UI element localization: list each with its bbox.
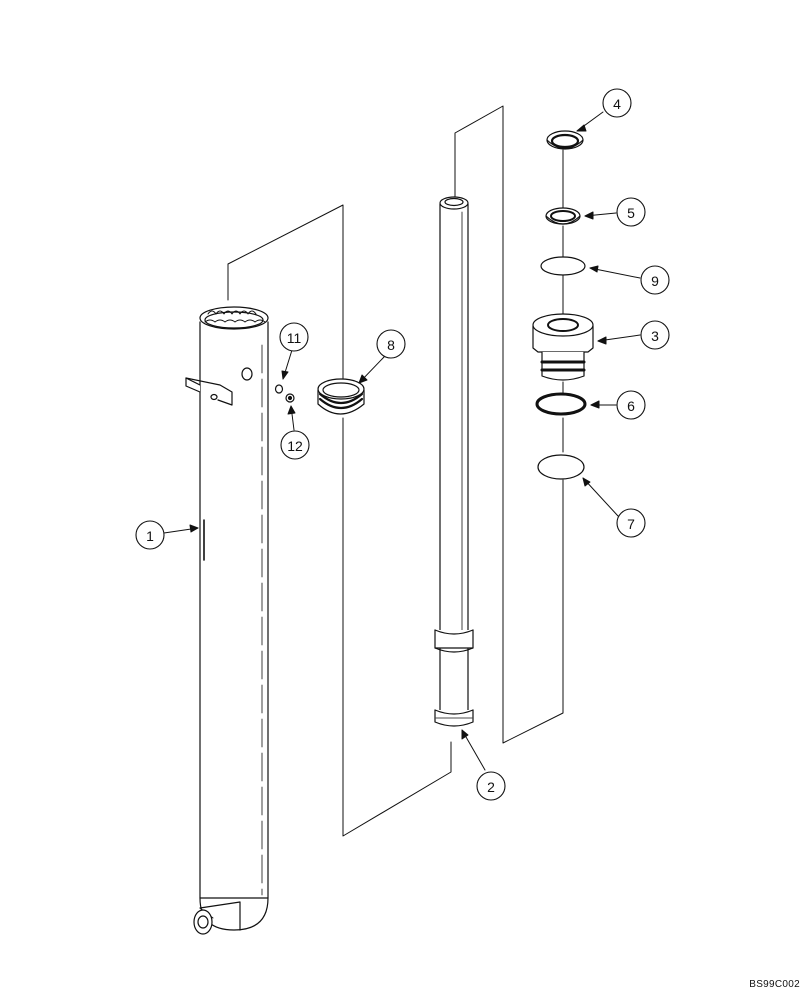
callout-12: 12 bbox=[287, 438, 303, 454]
assembly-guide-lines bbox=[227, 105, 564, 837]
o-ring-7 bbox=[537, 454, 585, 480]
callout-11: 11 bbox=[287, 330, 302, 346]
callout-9: 9 bbox=[651, 273, 659, 289]
callout-6: 6 bbox=[627, 398, 635, 414]
callout-8: 8 bbox=[387, 337, 395, 353]
reference-code: BS99C002 bbox=[749, 979, 800, 990]
callout-circles bbox=[135, 88, 670, 801]
callout-5: 5 bbox=[627, 205, 635, 221]
callout-1: 1 bbox=[146, 528, 154, 544]
callout-3: 3 bbox=[651, 328, 659, 344]
barrel-tube bbox=[185, 306, 295, 935]
callout-2: 2 bbox=[487, 779, 495, 795]
leader-lines bbox=[163, 111, 641, 771]
wiper-seal bbox=[546, 130, 584, 150]
gland bbox=[532, 313, 594, 381]
backup-ring-6 bbox=[535, 392, 587, 416]
callout-7: 7 bbox=[627, 516, 635, 532]
callout-4: 4 bbox=[613, 96, 621, 112]
piston-rod bbox=[434, 196, 474, 727]
rod-seal bbox=[545, 207, 581, 225]
wear-ring bbox=[317, 378, 365, 415]
o-ring-9 bbox=[540, 256, 586, 276]
